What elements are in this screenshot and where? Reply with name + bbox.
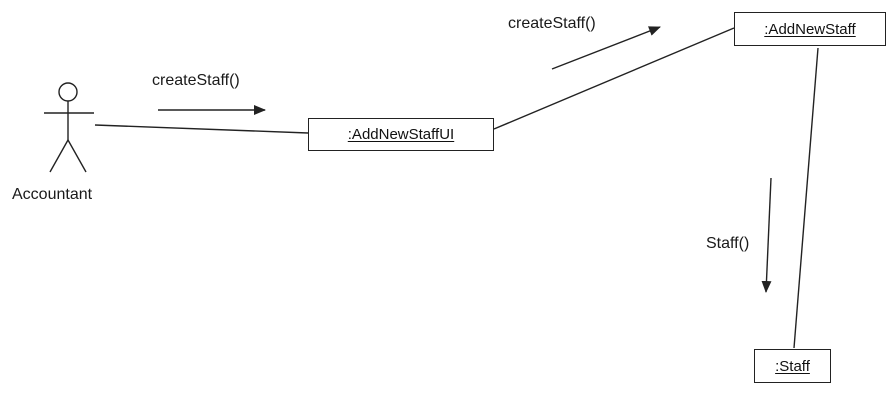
stick-figure-icon xyxy=(44,82,94,173)
message-label-control-to-entity: Staff() xyxy=(706,235,750,252)
message-label-actor-to-ui: createStaff() xyxy=(152,72,240,89)
message-arrow-ui-to-control xyxy=(551,26,661,70)
object-box-add-new-staff[interactable]: :AddNewStaff xyxy=(734,12,886,46)
link-actor-to-ui xyxy=(94,124,309,134)
link-ui-to-control xyxy=(493,27,735,130)
object-box-add-new-staff-ui[interactable]: :AddNewStaffUI xyxy=(308,118,494,151)
message-arrow-control-to-entity xyxy=(761,177,772,293)
actor-name: Accountant xyxy=(12,186,93,203)
object-box-staff[interactable]: :Staff xyxy=(754,349,831,383)
message-label-ui-to-control: createStaff() xyxy=(508,15,596,32)
link-control-to-entity xyxy=(793,47,819,349)
